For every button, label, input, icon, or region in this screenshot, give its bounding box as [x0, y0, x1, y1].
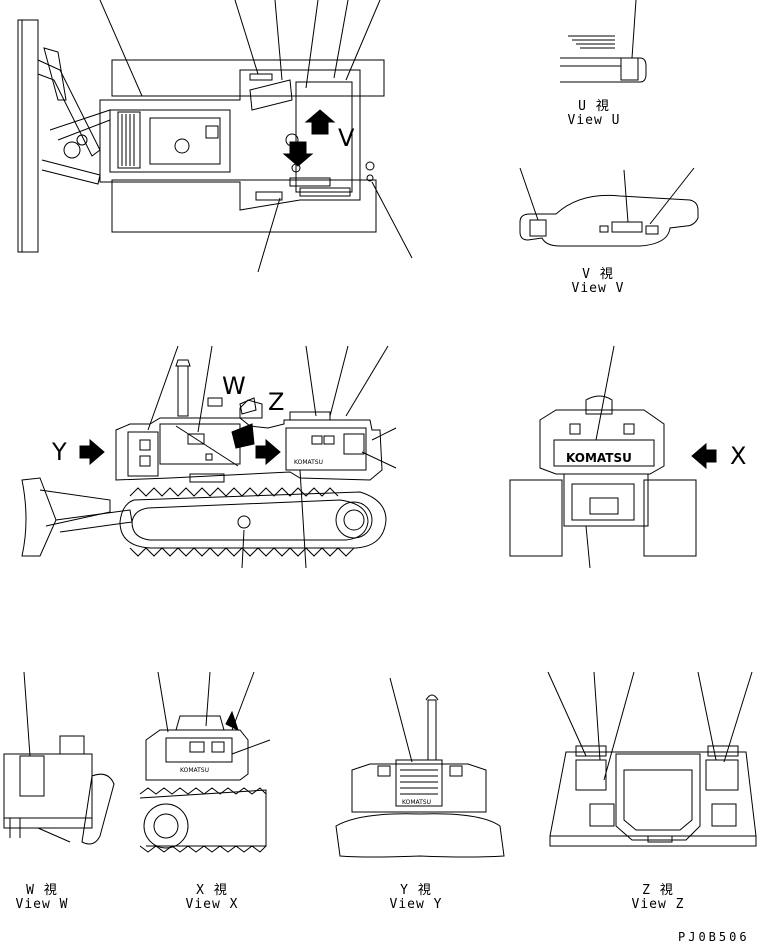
- view-z-jp: Z 視: [642, 883, 674, 898]
- view-u-en: View U: [567, 113, 621, 128]
- view-x-jp: X 視: [196, 883, 228, 898]
- arrow-label-x: X: [730, 442, 747, 470]
- drawing-code: PJ0B506: [678, 930, 750, 944]
- view-y-jp: Y 視: [400, 883, 432, 898]
- arrow-label-v: V: [338, 124, 355, 152]
- svg-text:KOMATSU: KOMATSU: [294, 459, 323, 466]
- view-u-drawing: [560, 0, 647, 83]
- view-w-jp: W 視: [26, 883, 58, 898]
- view-y-drawing: KOMATSU: [335, 677, 505, 858]
- view-v-jp: V 視: [582, 267, 614, 282]
- view-v-en: View V: [571, 281, 625, 296]
- view-u-caption: U 視 View U: [556, 100, 632, 128]
- view-u-jp: U 視: [578, 99, 610, 114]
- svg-text:KOMATSU: KOMATSU: [402, 799, 431, 806]
- view-w-caption: W 視 View W: [4, 884, 80, 912]
- view-x-drawing: KOMATSU: [139, 671, 271, 853]
- view-y-en: View Y: [389, 897, 443, 912]
- view-w-drawing: [3, 671, 115, 845]
- side-view: KOMATSU: [21, 345, 397, 569]
- view-w-en: View W: [15, 897, 69, 912]
- view-z-en: View Z: [631, 897, 685, 912]
- view-z-caption: Z 視 View Z: [620, 884, 696, 912]
- top-plan-view: [17, 0, 413, 273]
- svg-text:KOMATSU: KOMATSU: [566, 451, 632, 465]
- svg-text:KOMATSU: KOMATSU: [180, 767, 209, 774]
- arrow-label-z: Z: [268, 388, 285, 416]
- view-v-caption: V 視 View V: [560, 268, 636, 296]
- view-v-drawing: [519, 167, 699, 247]
- view-z-drawing: [547, 671, 757, 847]
- arrow-label-y: Y: [52, 438, 67, 466]
- view-x-en: View X: [185, 897, 239, 912]
- view-y-caption: Y 視 View Y: [378, 884, 454, 912]
- view-x-caption: X 視 View X: [174, 884, 250, 912]
- rear-view: KOMATSU: [509, 345, 717, 569]
- arrow-label-w: W: [222, 372, 246, 400]
